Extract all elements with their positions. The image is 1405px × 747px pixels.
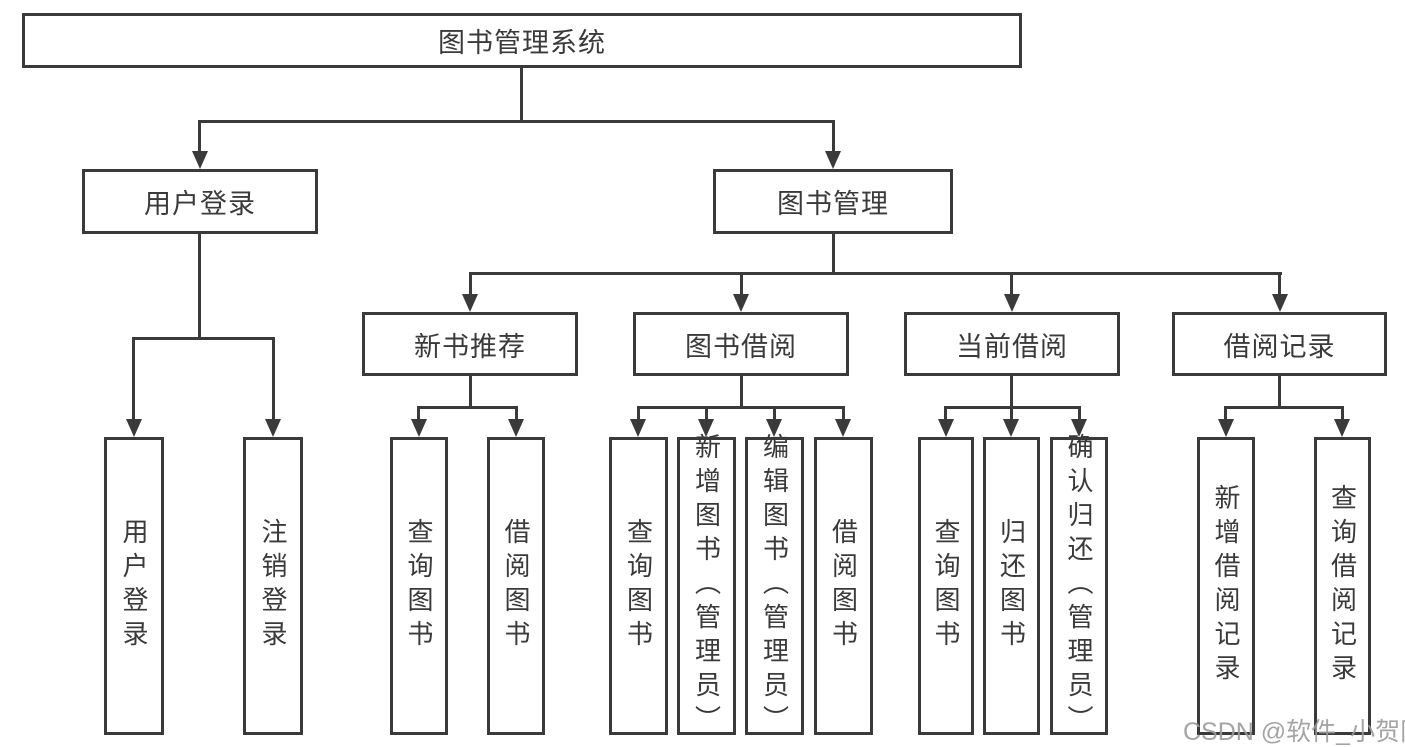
node-new-book-recommend: 新书推荐 xyxy=(362,312,578,376)
arrow-down-icon xyxy=(1218,419,1234,437)
connector-arrow-shaft xyxy=(944,406,947,419)
connector-borrow-records-stem xyxy=(1278,376,1281,406)
connector-arrow-shaft xyxy=(1224,406,1227,419)
leaf-add-borrow-record-label: 新增借阅记录 xyxy=(1211,484,1241,688)
arrow-down-icon xyxy=(1272,294,1288,312)
arrow-down-icon xyxy=(126,419,142,437)
leaf-user-login-label: 用户登录 xyxy=(119,518,149,654)
connector-book-borrow-bar xyxy=(637,406,845,409)
node-library-system: 图书管理系统 xyxy=(22,13,1022,68)
leaf-logout-label: 注销登录 xyxy=(258,518,288,654)
arrow-down-icon xyxy=(938,419,954,437)
connector-borrow-records-bar xyxy=(1224,406,1344,409)
node-current-borrow-label: 当前借阅 xyxy=(956,331,1068,362)
node-book-management: 图书管理 xyxy=(713,169,953,234)
connector-new-book-bar xyxy=(417,406,518,409)
leaf-query-borrow-record-label: 查询借阅记录 xyxy=(1327,484,1358,688)
leaf-borrow-book-label: 借阅图书 xyxy=(828,518,859,654)
node-borrow-records-label: 借阅记录 xyxy=(1223,331,1336,362)
arrow-down-icon xyxy=(1334,419,1350,437)
arrow-down-icon xyxy=(1003,419,1019,437)
arrow-down-icon xyxy=(462,294,478,312)
arrow-down-icon xyxy=(265,419,281,437)
connector-arrow-shaft xyxy=(198,120,201,151)
arrow-down-icon xyxy=(698,419,714,437)
connector-arrow-shaft xyxy=(1078,406,1081,419)
connector-arrow-shaft xyxy=(740,272,743,294)
node-book-borrow: 图书借阅 xyxy=(633,312,849,376)
connector-arrow-shaft xyxy=(132,337,135,419)
leaf-logout: 注销登录 xyxy=(243,437,303,735)
connector-root-stem xyxy=(520,68,523,120)
connector-book-borrow-stem xyxy=(740,376,743,406)
arrow-down-icon xyxy=(835,419,851,437)
arrow-down-icon xyxy=(733,294,749,312)
connector-arrow-shaft xyxy=(637,406,640,419)
arrow-down-icon xyxy=(825,151,841,169)
leaf-borrow-book: 借阅图书 xyxy=(814,437,873,735)
connector-arrow-shaft xyxy=(417,406,420,419)
connector-root-bar xyxy=(198,120,835,123)
leaf-user-login: 用户登录 xyxy=(104,437,164,735)
node-user-login: 用户登录 xyxy=(82,169,318,234)
arrow-down-icon xyxy=(766,419,782,437)
leaf-query-book-recommend: 查询图书 xyxy=(390,437,448,735)
leaf-query-book-current-label: 查询图书 xyxy=(931,518,961,654)
connector-arrow-shaft xyxy=(272,337,275,419)
leaf-add-book-admin-label: 新增图书（管理员） xyxy=(691,433,722,739)
leaf-add-borrow-record: 新增借阅记录 xyxy=(1197,437,1255,735)
connector-arrow-shaft xyxy=(1341,406,1344,419)
leaf-query-book-current: 查询图书 xyxy=(918,437,974,735)
arrow-down-icon xyxy=(508,419,524,437)
leaf-return-book: 归还图书 xyxy=(983,437,1040,735)
connector-arrow-shaft xyxy=(842,406,845,419)
node-borrow-records: 借阅记录 xyxy=(1172,312,1387,376)
connector-arrow-shaft xyxy=(515,406,518,419)
watermark: CSDN @软件_小贺同学 xyxy=(1183,718,1405,746)
connector-book-mgmt-stem xyxy=(832,234,835,272)
node-book-borrow-label: 图书借阅 xyxy=(685,331,797,362)
arrow-down-icon xyxy=(1004,294,1020,312)
leaf-borrow-book-recommend-label: 借阅图书 xyxy=(501,518,531,654)
leaf-edit-book-admin: 编辑图书（管理员） xyxy=(745,433,804,739)
leaf-edit-book-admin-label: 编辑图书（管理员） xyxy=(759,433,790,739)
leaf-query-borrow-record: 查询借阅记录 xyxy=(1314,437,1371,735)
connector-arrow-shaft xyxy=(705,406,708,419)
node-user-login-label: 用户登录 xyxy=(144,189,256,219)
arrow-down-icon xyxy=(192,151,208,169)
node-book-management-label: 图书管理 xyxy=(777,189,889,219)
leaf-return-book-label: 归还图书 xyxy=(996,518,1027,654)
leaf-borrow-book-recommend: 借阅图书 xyxy=(487,437,545,735)
connector-arrow-shaft xyxy=(1010,272,1013,294)
leaf-confirm-return-admin-label: 确认归还（管理员） xyxy=(1064,433,1094,739)
arrow-down-icon xyxy=(411,419,427,437)
connector-current-borrow-stem xyxy=(1010,376,1013,406)
connector-new-book-stem xyxy=(469,376,472,406)
leaf-confirm-return-admin: 确认归还（管理员） xyxy=(1050,433,1108,739)
connector-arrow-shaft xyxy=(773,406,776,419)
leaf-query-book-borrow-label: 查询图书 xyxy=(623,518,654,654)
connector-arrow-shaft xyxy=(1278,272,1281,294)
arrow-down-icon xyxy=(630,419,646,437)
connector-user-login-bar xyxy=(132,337,275,340)
arrow-down-icon xyxy=(1071,419,1087,437)
connector-arrow-shaft xyxy=(1010,406,1013,419)
connector-user-login-stem xyxy=(198,234,201,337)
node-current-borrow: 当前借阅 xyxy=(904,312,1120,376)
connector-arrow-shaft xyxy=(469,272,472,294)
leaf-add-book-admin: 新增图书（管理员） xyxy=(677,433,736,739)
connector-book-mgmt-bar xyxy=(469,272,1282,275)
node-library-system-label: 图书管理系统 xyxy=(438,28,606,58)
node-new-book-recommend-label: 新书推荐 xyxy=(414,331,526,362)
leaf-query-book-borrow: 查询图书 xyxy=(609,437,668,735)
leaf-query-book-recommend-label: 查询图书 xyxy=(404,518,434,654)
connector-arrow-shaft xyxy=(832,120,835,151)
